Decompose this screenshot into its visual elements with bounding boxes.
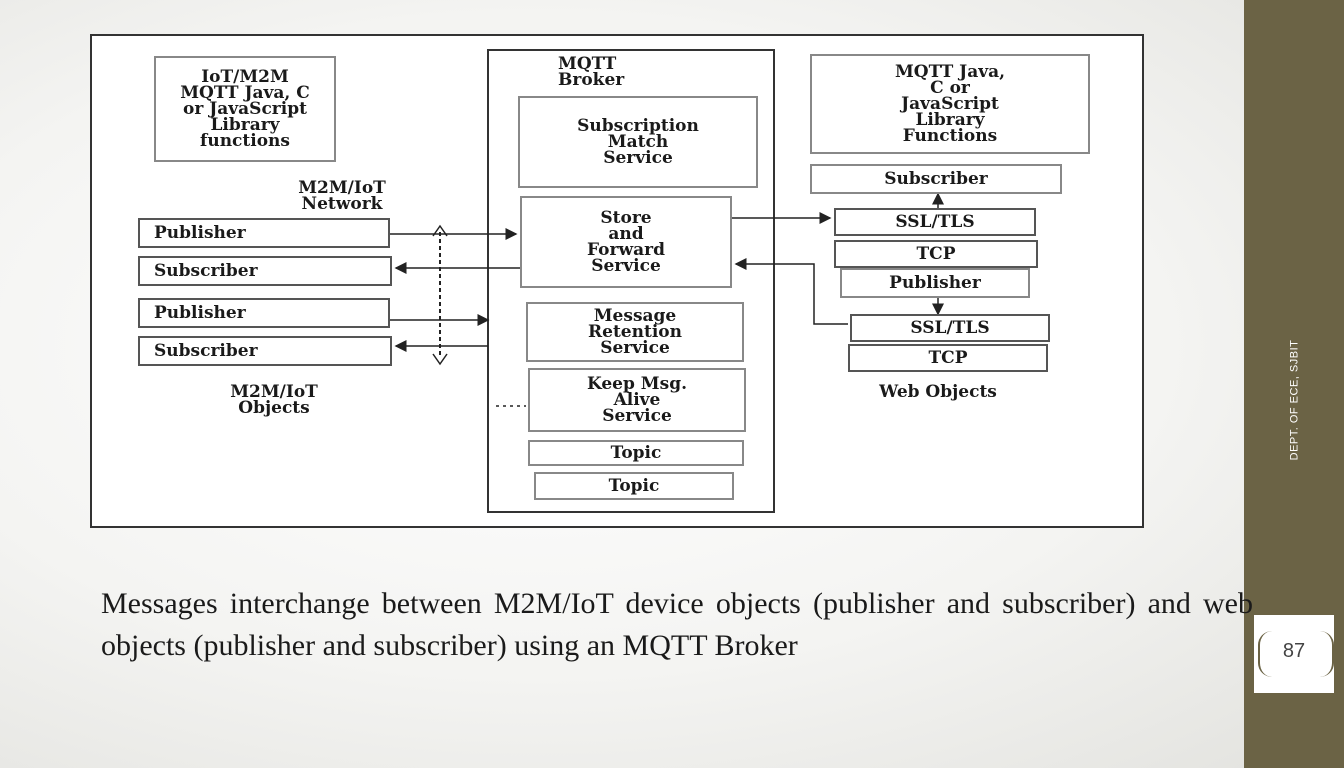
subscription-match-service: Subscription Match Service	[518, 96, 758, 188]
broker-title: MQTT Broker	[558, 54, 625, 90]
objects-label: M2M/IoT Objects	[230, 382, 318, 418]
mqtt-diagram: IoT/M2M MQTT Java, C or JavaScript Libra…	[90, 34, 1144, 528]
page-number-box	[1254, 615, 1334, 693]
left-subscriber-2: Subscriber	[138, 336, 392, 366]
arrow-ssl2-to-broker	[734, 258, 848, 325]
broker-frame	[487, 49, 775, 513]
network-label: M2M/IoT Network	[298, 178, 386, 214]
network-arrow-top	[432, 224, 448, 237]
page-number: 87	[1282, 640, 1306, 662]
store-forward-service: Store and Forward Service	[520, 196, 732, 288]
page-number-bracket	[1258, 631, 1334, 677]
topic-2: Topic	[534, 472, 734, 500]
slide-caption: Messages interchange between M2M/IoT dev…	[101, 587, 1253, 662]
web-subscriber: Subscriber	[810, 164, 1062, 194]
topic-1: Topic	[528, 440, 744, 466]
left-publisher-1: Publisher	[138, 218, 390, 248]
left-subscriber-1: Subscriber	[138, 256, 392, 286]
diagram-connectors	[390, 49, 944, 513]
ssl-tls-1: SSL/TLS	[834, 208, 1036, 236]
tcp-2: TCP	[848, 344, 1048, 372]
web-publisher: Publisher	[840, 268, 1030, 298]
message-retention-service: Message Retention Service	[526, 302, 744, 362]
network-arrow-bottom	[432, 353, 448, 366]
department-text: DEPT. OF ECE, SJBIT	[1288, 339, 1300, 461]
web-library-box: MQTT Java, C or JavaScript Library Funct…	[810, 54, 1090, 154]
ssl-tls-2: SSL/TLS	[850, 314, 1050, 342]
keepalive-service: Keep Msg. Alive Service	[528, 368, 746, 432]
web-objects-label: Web Objects	[879, 382, 997, 402]
left-publisher-2: Publisher	[138, 298, 390, 328]
sidebar-label: DEPT. OF ECE, SJBIT	[1281, 200, 1307, 600]
iot-library-box: IoT/M2M MQTT Java, C or JavaScript Libra…	[154, 56, 336, 162]
tcp-1: TCP	[834, 240, 1038, 268]
